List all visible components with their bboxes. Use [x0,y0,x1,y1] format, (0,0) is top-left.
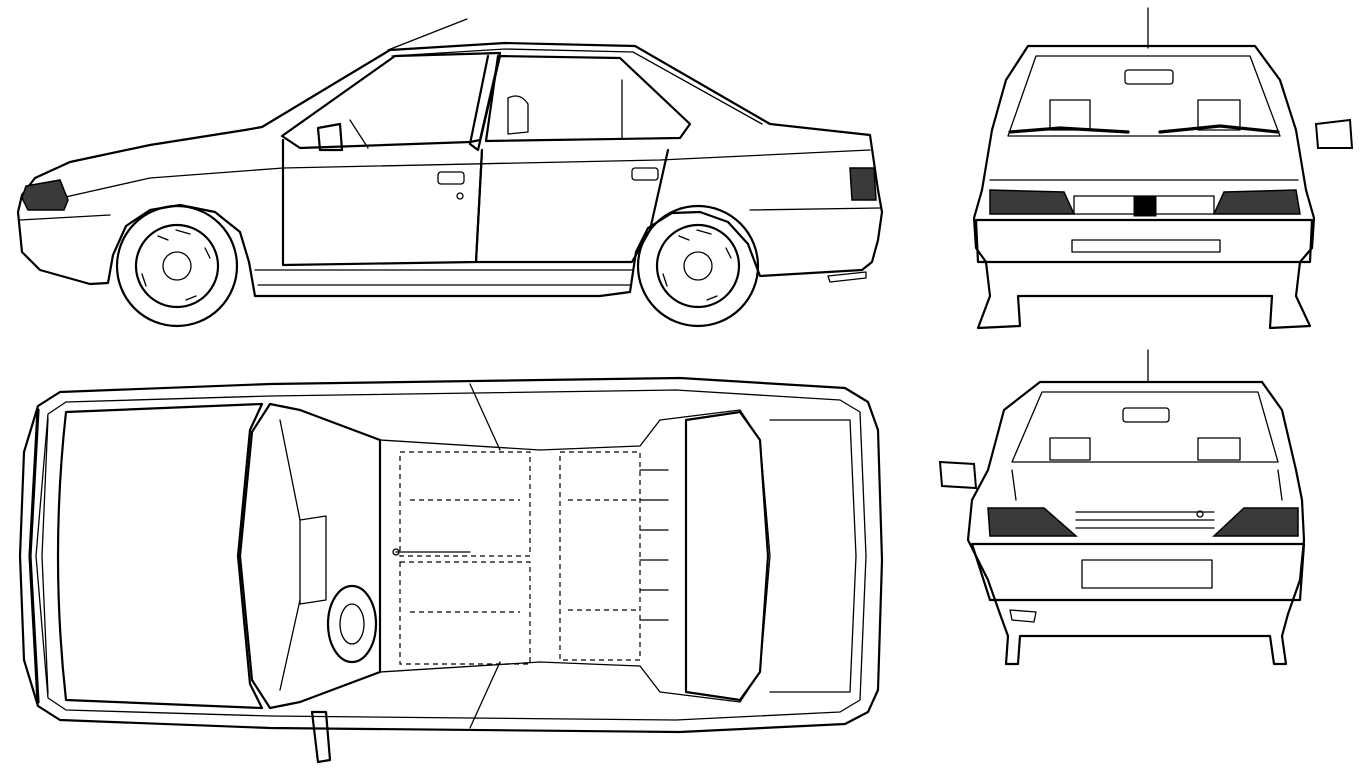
top-hood [56,402,264,710]
top-body-outline [18,376,884,734]
front-body-outline [972,44,1316,330]
rear-exhaust [1009,609,1037,623]
side-bumper-line-front [19,214,111,221]
top-cabin [379,409,771,703]
top-view [18,376,884,764]
top-dashboard [299,515,327,605]
side-lock [456,192,464,200]
side-taillamp [849,167,877,201]
front-rearview-mirror [1124,69,1174,85]
top-seats [399,451,669,665]
rear-right-taillamp [1212,507,1299,537]
top-trunk [769,419,857,693]
side-steering [349,119,369,149]
side-front-door [281,138,484,267]
top-windshield [238,402,382,710]
side-bumper-line-rear [749,207,881,211]
side-belt-line [29,149,871,206]
top-front-bumper [28,408,40,704]
front-windshield [1007,55,1281,137]
side-rear-window [484,54,692,143]
rear-left-taillamp [987,507,1078,537]
rear-trunk-panel [1075,511,1215,529]
side-rear-door [474,148,670,264]
side-exhaust [827,271,867,283]
side-front-window [280,51,502,150]
front-wipers [1008,124,1280,134]
rear-side-mirror [938,460,978,490]
side-rear-headrest [507,95,529,135]
side-mirror [316,122,344,152]
side-front-wheel [115,204,239,328]
top-rear-window [684,410,770,702]
rear-lock [1196,510,1204,518]
side-body-outline [16,41,884,298]
front-view [972,7,1354,330]
front-side-mirror [1314,118,1354,149]
rear-view [938,349,1306,666]
rear-bumper [970,542,1306,602]
top-b-pillars [469,383,501,729]
front-air-intake [1071,239,1221,253]
side-headlamp [21,179,69,211]
rear-trunk-lines [1011,469,1283,501]
top-gear-knob [392,548,400,556]
lion-badge-icon [1133,195,1157,217]
side-front-door-handle [437,171,465,185]
top-steering-wheel [326,584,378,664]
side-rear-wheel [636,204,760,328]
side-antenna [387,18,468,51]
rear-plate-area [1081,559,1213,589]
front-left-headlamp [989,189,1076,215]
top-body-inner [35,389,867,721]
top-mirror [310,710,332,764]
top-wipers [279,419,301,691]
top-front-grille [41,417,49,695]
front-bumper [974,218,1314,264]
side-view [16,18,884,328]
side-b-pillar [468,54,502,152]
rear-window [1011,391,1279,463]
rear-rearview-mirror [1122,407,1170,423]
rear-body-outline [966,380,1306,666]
front-right-headlamp [1212,189,1301,215]
rear-headrests [1049,437,1241,461]
side-rear-door-handle [631,167,659,181]
side-roof-line [391,48,763,125]
